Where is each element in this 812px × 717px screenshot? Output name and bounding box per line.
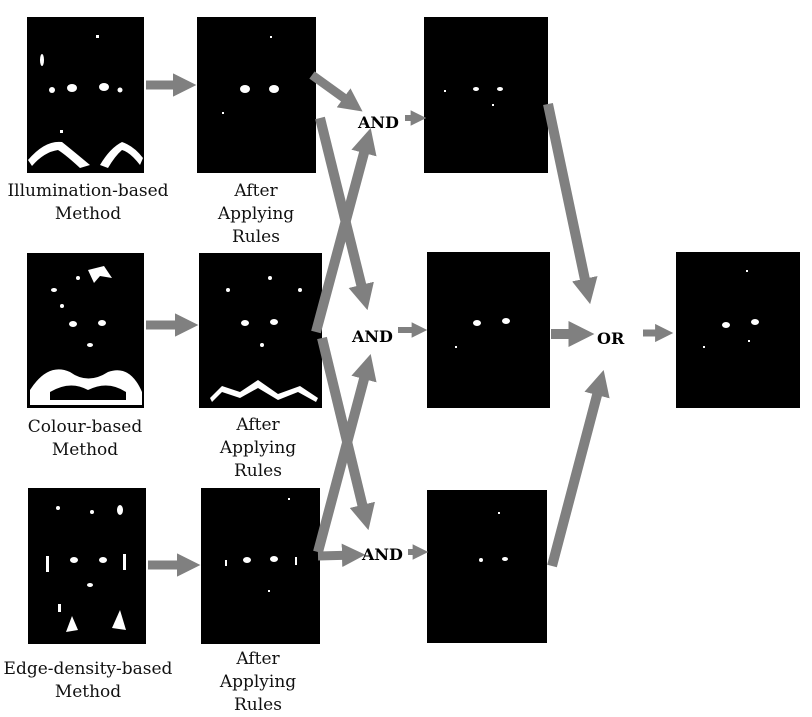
arrow-result1-to-or [543, 102, 598, 305]
caption-line: After [234, 181, 278, 201]
caption-line: After [236, 415, 280, 435]
caption-line: Rules [232, 227, 280, 247]
colour-after-caption: After Applying Rules [202, 414, 314, 483]
caption-line: Applying [217, 204, 295, 224]
arrow-rules3-to-and2 [313, 353, 377, 554]
colour-method-caption: Colour-based Method [10, 416, 160, 462]
caption-line: Method [54, 204, 122, 224]
caption-line: Method [54, 682, 122, 702]
and-operator-2: AND [352, 327, 393, 346]
or-result-image [676, 252, 800, 408]
arrow-rules2-to-and3 [317, 336, 375, 531]
caption-line: Rules [234, 461, 282, 481]
and-operator-3: AND [362, 545, 403, 564]
and-result-1-image [424, 17, 548, 173]
and-result-2-image [427, 252, 550, 408]
illumination-after-caption: After Applying Rules [200, 180, 312, 249]
edge-method-caption: Edge-density-based Method [0, 658, 176, 704]
caption-line: Applying [219, 672, 297, 692]
arrow-rules1-to-and2 [315, 116, 374, 311]
edge-density-method-image [28, 488, 146, 644]
caption-line: Edge-density-based [3, 659, 173, 679]
arrow-rules1-to-and1 [309, 71, 363, 112]
edge-after-caption: After Applying Rules [202, 648, 314, 717]
illumination-method-image [27, 17, 144, 173]
illumination-method-caption: Illumination-based Method [2, 180, 174, 226]
caption-line: Method [51, 440, 119, 460]
caption-line: After [236, 649, 280, 669]
arrow-rules3-to-and3 [317, 543, 366, 568]
arrow-rules2-to-and1 [311, 127, 377, 334]
and-result-3-image [427, 490, 547, 643]
edge-after-rules-image [201, 488, 320, 644]
colour-method-image [27, 253, 144, 408]
colour-after-rules-image [199, 253, 322, 408]
illumination-after-rules-image [197, 17, 316, 173]
caption-line: Applying [219, 438, 297, 458]
or-operator: OR [597, 329, 625, 348]
caption-line: Illumination-based [7, 181, 169, 201]
caption-line: Rules [234, 695, 282, 715]
caption-line: Colour-based [27, 417, 143, 437]
and-operator-1: AND [358, 113, 399, 132]
arrow-result3-to-or [547, 369, 610, 568]
